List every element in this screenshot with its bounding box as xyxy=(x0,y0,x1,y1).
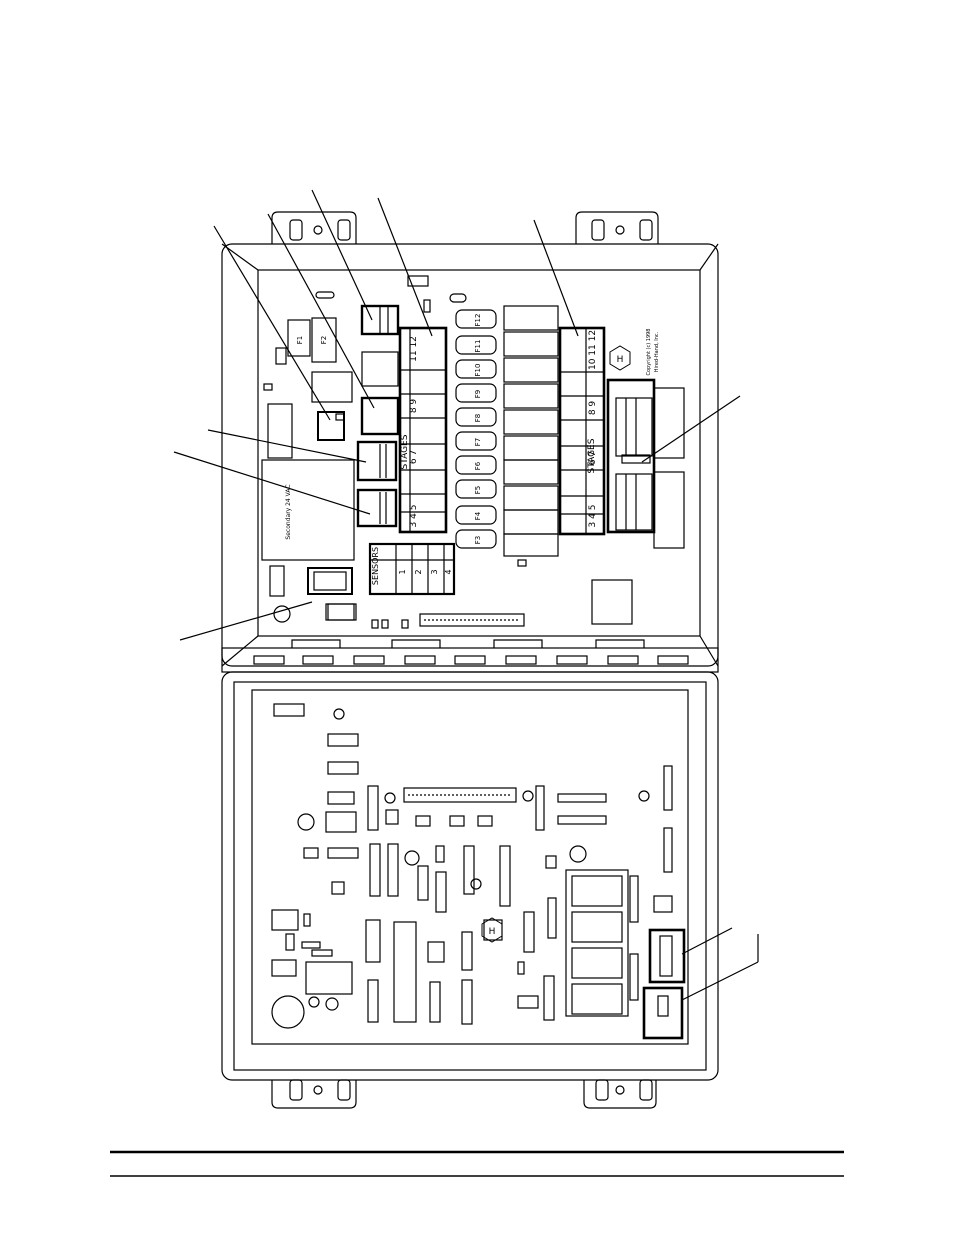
leader-lines xyxy=(173,189,759,1001)
right-block-numbers-b: 8 9 xyxy=(588,401,598,416)
left-terminals xyxy=(317,304,400,528)
fuse-label-f7: F7 xyxy=(474,438,482,446)
stages-terminal-left xyxy=(398,326,448,534)
secondary-label: Secondary 24 VAC xyxy=(285,484,292,539)
fuse-label-f5: F5 xyxy=(474,486,482,494)
output-blocks xyxy=(606,378,685,549)
sensor-number-2: 2 xyxy=(414,569,423,574)
sensor-number-1: 1 xyxy=(398,569,407,574)
fuse-label-f10: F10 xyxy=(474,364,482,377)
left-block-numbers-a: 11 12 xyxy=(409,336,419,362)
bottom-board-components xyxy=(271,703,686,1040)
hired-hand-logo-top: H xyxy=(609,345,631,371)
right-block-numbers-d: 3 4 5 xyxy=(588,505,598,528)
fuse-label-f1: F1 xyxy=(296,336,304,344)
sensor-number-3: 3 xyxy=(430,569,439,574)
left-block-numbers-c: 6 7 xyxy=(409,450,419,464)
ribbon-connector-top xyxy=(327,579,633,627)
right-block-numbers-a: 10 11 12 xyxy=(588,330,598,370)
relay-column xyxy=(503,305,559,557)
fuse-column xyxy=(455,309,497,549)
fuse-label-f11: F11 xyxy=(474,340,482,353)
copyright-line-2: Hired-Hand, Inc. xyxy=(654,331,660,372)
sensors-terminal xyxy=(368,542,456,596)
sensor-number-4: 4 xyxy=(444,569,453,574)
svg-text:H: H xyxy=(617,355,624,365)
top-enclosure xyxy=(221,211,719,673)
fuse-label-f2: F2 xyxy=(320,336,328,344)
left-block-numbers-b: 8 9 xyxy=(409,399,419,414)
fuse-label-f9: F9 xyxy=(474,390,482,398)
sensors-label: SENSORS xyxy=(371,547,380,585)
fuse-label-f8: F8 xyxy=(474,414,482,422)
left-block-numbers-d: 3 4 5 xyxy=(409,505,419,528)
fuse-label-f4: F4 xyxy=(474,511,482,520)
copyright-line-1: Copyright (c) 1998 xyxy=(646,329,652,376)
footer-rules xyxy=(110,1150,844,1177)
fuse-label-f12: F12 xyxy=(474,314,482,327)
svg-text:H: H xyxy=(489,927,496,937)
small-components-top xyxy=(263,275,527,629)
right-block-numbers-c: 6 7 xyxy=(588,451,598,465)
bottom-enclosure xyxy=(221,671,719,1109)
stages-label-right: STAGES xyxy=(587,438,597,473)
stages-label-left: STAGES xyxy=(400,434,410,469)
hired-hand-logo-bottom: H xyxy=(481,917,503,943)
fuse-label-f3: F3 xyxy=(474,536,482,544)
fuse-label-f6: F6 xyxy=(474,461,482,470)
stages-terminal-right xyxy=(558,326,606,536)
